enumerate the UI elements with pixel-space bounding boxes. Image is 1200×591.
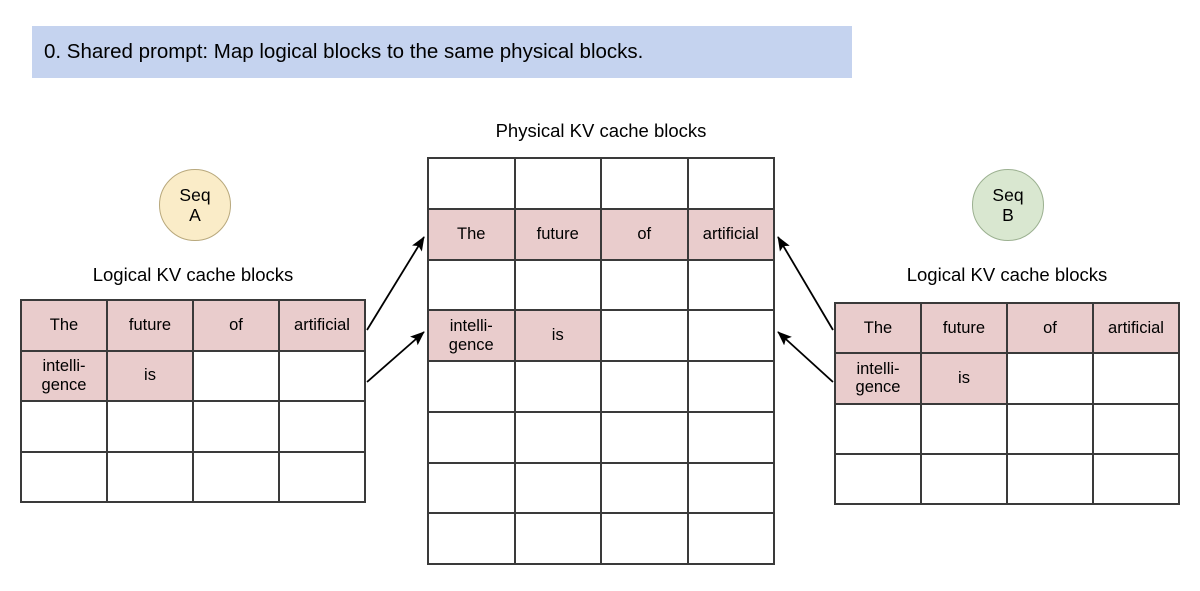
logical-blocks-caption-a: Logical KV cache blocks: [92, 264, 294, 285]
kv-cell-physical-r3c2: [515, 260, 602, 312]
seq-a-label-line1: Seq: [179, 184, 211, 205]
kv-cell-physical-r7c3: [602, 463, 689, 515]
kv-cell-logical-b-r4c4: [1094, 454, 1180, 505]
seq-b-badge: Seq B: [972, 169, 1044, 241]
kv-cell-logical-b-r3c2: [922, 404, 1008, 455]
kv-cell-physical-r3c4: [688, 260, 775, 312]
kv-cell-physical-r4c2: is: [515, 311, 602, 362]
kv-cell-physical-r1c1: [429, 159, 516, 210]
kv-cell-logical-a-r1c3: of: [194, 301, 280, 352]
kv-cell-physical-r8c2: [515, 514, 602, 565]
kv-cell-logical-b-r4c3: [1008, 454, 1094, 505]
kv-cell-logical-a-r4c4: [280, 452, 366, 503]
kv-cell-logical-a-r4c1: [22, 452, 108, 503]
kv-cell-logical-b-r3c3: [1008, 404, 1094, 455]
kv-cell-physical-r7c1: [429, 463, 516, 515]
kv-cell-physical-r5c2: [515, 362, 602, 413]
logical-blocks-caption-b: Logical KV cache blocks: [906, 264, 1108, 285]
kv-cell-physical-r7c2: [515, 463, 602, 515]
kv-cell-physical-r5c4: [688, 362, 775, 413]
kv-cell-logical-a-r2c4: [280, 351, 366, 402]
arrow-b-row1: [777, 236, 834, 331]
kv-cell-physical-r3c1: [429, 260, 516, 312]
kv-cell-logical-b-r3c1: [836, 404, 922, 455]
kv-cell-logical-a-r3c2: [108, 402, 194, 453]
kv-cell-physical-r2c4: artificial: [688, 209, 775, 261]
kv-cell-logical-a-r3c4: [280, 402, 366, 453]
kv-cell-physical-r1c3: [602, 159, 689, 210]
kv-cell-physical-r5c3: [602, 362, 689, 413]
arrow-a-row2: [366, 331, 425, 383]
shared-prompt-banner: 0. Shared prompt: Map logical blocks to …: [32, 26, 852, 78]
kv-cell-logical-b-r1c3: of: [1008, 304, 1094, 355]
kv-cell-physical-r2c1: The: [429, 209, 516, 261]
arrow-b-row2: [777, 331, 834, 383]
kv-cell-logical-a-r1c2: future: [108, 301, 194, 352]
kv-cell-logical-b-r1c2: future: [922, 304, 1008, 355]
kv-cell-physical-r6c4: [688, 412, 775, 464]
kv-cell-logical-b-r4c2: [922, 454, 1008, 505]
kv-cell-physical-r8c4: [688, 514, 775, 565]
kv-cell-physical-r6c1: [429, 412, 516, 464]
physical-blocks-caption: Physical KV cache blocks: [495, 120, 707, 141]
kv-cell-logical-b-r2c3: [1008, 354, 1094, 405]
kv-cell-physical-r5c1: [429, 362, 516, 413]
kv-cell-physical-r2c2: future: [515, 209, 602, 261]
seq-b-label-line1: Seq: [992, 184, 1024, 205]
kv-cell-physical-r8c3: [602, 514, 689, 565]
kv-cell-logical-b-r2c1: intelli-gence: [836, 354, 922, 405]
kv-cell-logical-a-r2c2: is: [108, 351, 194, 402]
arrow-a-row1: [366, 236, 425, 331]
kv-cell-physical-r7c4: [688, 463, 775, 515]
kv-cell-logical-b-r1c1: The: [836, 304, 922, 355]
kv-cell-logical-a-r4c2: [108, 452, 194, 503]
kv-cell-physical-r6c2: [515, 412, 602, 464]
kv-cell-logical-b-r2c4: [1094, 354, 1180, 405]
seq-a-label-line2: A: [189, 205, 201, 225]
kv-cell-physical-r1c4: [688, 159, 775, 210]
kv-cell-logical-b-r2c2: is: [922, 354, 1008, 405]
kv-cell-logical-a-r2c1: intelli-gence: [22, 351, 108, 402]
kv-cell-physical-r4c3: [602, 311, 689, 362]
kv-cell-logical-a-r4c3: [194, 452, 280, 503]
kv-cell-logical-b-r4c1: [836, 454, 922, 505]
seq-a-badge: Seq A: [159, 169, 231, 241]
shared-prompt-text: 0. Shared prompt: Map logical blocks to …: [44, 39, 644, 63]
kv-cell-logical-a-r3c1: [22, 402, 108, 453]
kv-cell-logical-a-r1c4: artificial: [280, 301, 366, 352]
kv-cell-physical-r8c1: [429, 514, 516, 565]
kv-cell-logical-a-r3c3: [194, 402, 280, 453]
kv-cell-logical-b-r3c4: [1094, 404, 1180, 455]
kv-cell-physical-r6c3: [602, 412, 689, 464]
kv-cell-physical-r4c4: [688, 311, 775, 362]
kv-cell-logical-a-r2c3: [194, 351, 280, 402]
kv-cell-logical-b-r1c4: artificial: [1094, 304, 1180, 355]
seq-b-label-line2: B: [1002, 205, 1014, 225]
kv-cell-physical-r1c2: [515, 159, 602, 210]
kv-cell-physical-r2c3: of: [602, 209, 689, 261]
kv-cell-physical-r3c3: [602, 260, 689, 312]
kv-cell-physical-r4c1: intelli-gence: [429, 311, 516, 362]
kv-cell-logical-a-r1c1: The: [22, 301, 108, 352]
